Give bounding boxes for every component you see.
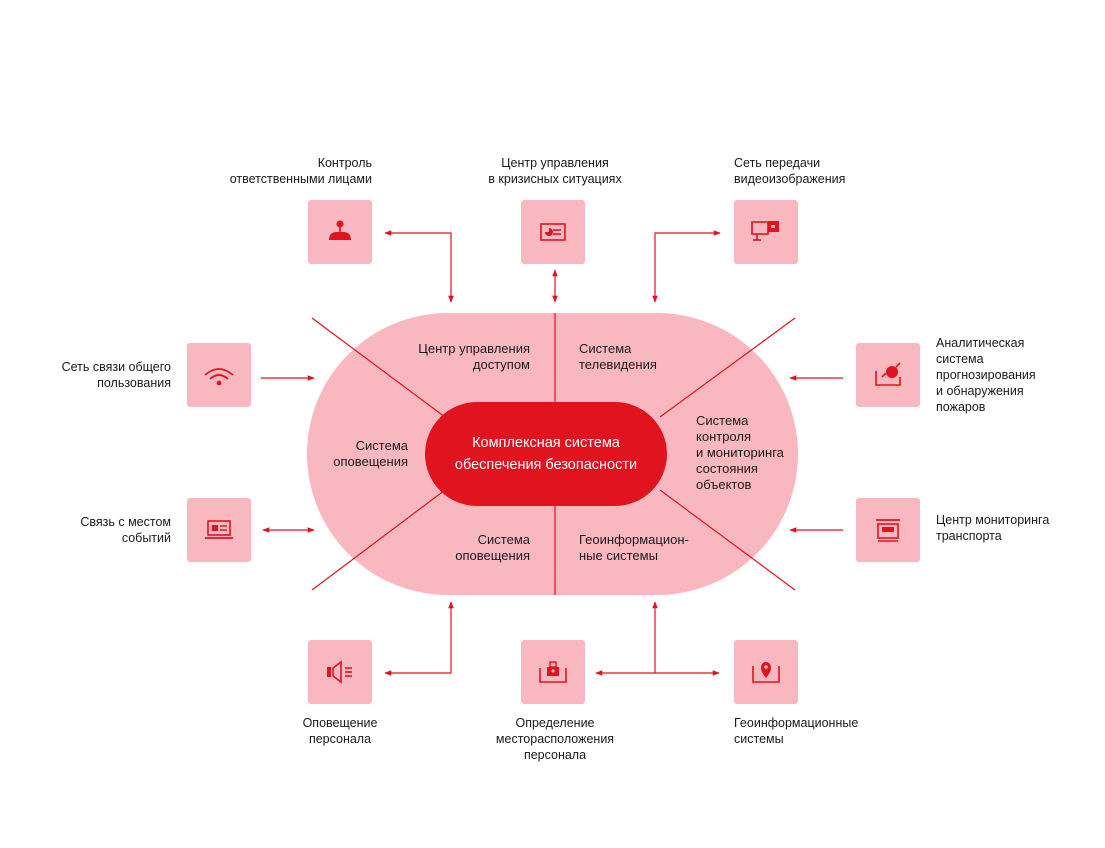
node-transport-center[interactable] [856, 498, 920, 562]
connector-responsible [384, 230, 454, 303]
node-label-geo: Геоинформационные системы [734, 716, 859, 746]
node-fire-analytics[interactable] [856, 343, 920, 407]
node-crisis-center[interactable] [521, 200, 585, 264]
diagonal-bottom-left [311, 489, 446, 591]
center-label: Комплексная система обеспечения безопасн… [454, 435, 638, 473]
node-label-staff-alert: Оповещение персонала [302, 716, 378, 746]
node-incident-link[interactable] [187, 498, 251, 562]
node-video-network[interactable] [734, 200, 798, 264]
node-public-network[interactable] [187, 343, 251, 407]
laptop-icon [205, 520, 233, 539]
node-label-location: Определение месторасположения персонала [495, 716, 615, 762]
node-label-incident: Связь с местом событий [80, 515, 171, 545]
diagonal-bottom-right [659, 489, 796, 591]
speaker-icon [327, 660, 352, 684]
person-icon [329, 220, 351, 240]
center-pill [425, 402, 667, 506]
node-label-video: Сеть передачи видеоизображения [734, 156, 846, 186]
diagonal-top-left [311, 317, 446, 418]
node-label-public: Сеть связи общего пользования [61, 360, 171, 390]
fire-icon [875, 362, 901, 386]
node-label-fire: Аналитическая система прогнозирования и … [936, 336, 1036, 414]
dashboard-icon [540, 223, 566, 241]
map-pin-icon [752, 662, 780, 683]
node-label-crisis: Центр управления в кризисных ситуациях [488, 156, 622, 186]
bus-icon [876, 519, 900, 542]
segment-alert-bottom: Система оповещения [455, 532, 530, 563]
node-staff-alert[interactable] [308, 640, 372, 704]
diagonal-top-right [659, 317, 796, 418]
node-label-transport: Центр мониторинга транспорта [936, 513, 1050, 543]
segment-monitoring: Система контроля и мониторинга состояния… [696, 413, 784, 492]
segment-geo: Геоинформацион- ные системы [579, 532, 689, 563]
node-responsible-persons[interactable] [308, 200, 372, 264]
segment-access-control: Центр управления доступом [418, 341, 530, 372]
connectors [261, 230, 843, 676]
segment-television: Система телевидения [579, 341, 657, 372]
node-geo-systems[interactable] [734, 640, 798, 704]
segment-alert-left: Система оповещения [333, 438, 408, 469]
node-label-responsible: Контроль ответственными лицами [229, 156, 372, 186]
camera-icon [751, 221, 779, 241]
wifi-icon [204, 368, 234, 386]
divider-lines [311, 313, 796, 595]
connector-staff-alert [384, 601, 454, 676]
badge-icon [539, 661, 567, 683]
node-staff-location[interactable] [521, 640, 585, 704]
connector-video [652, 230, 721, 303]
